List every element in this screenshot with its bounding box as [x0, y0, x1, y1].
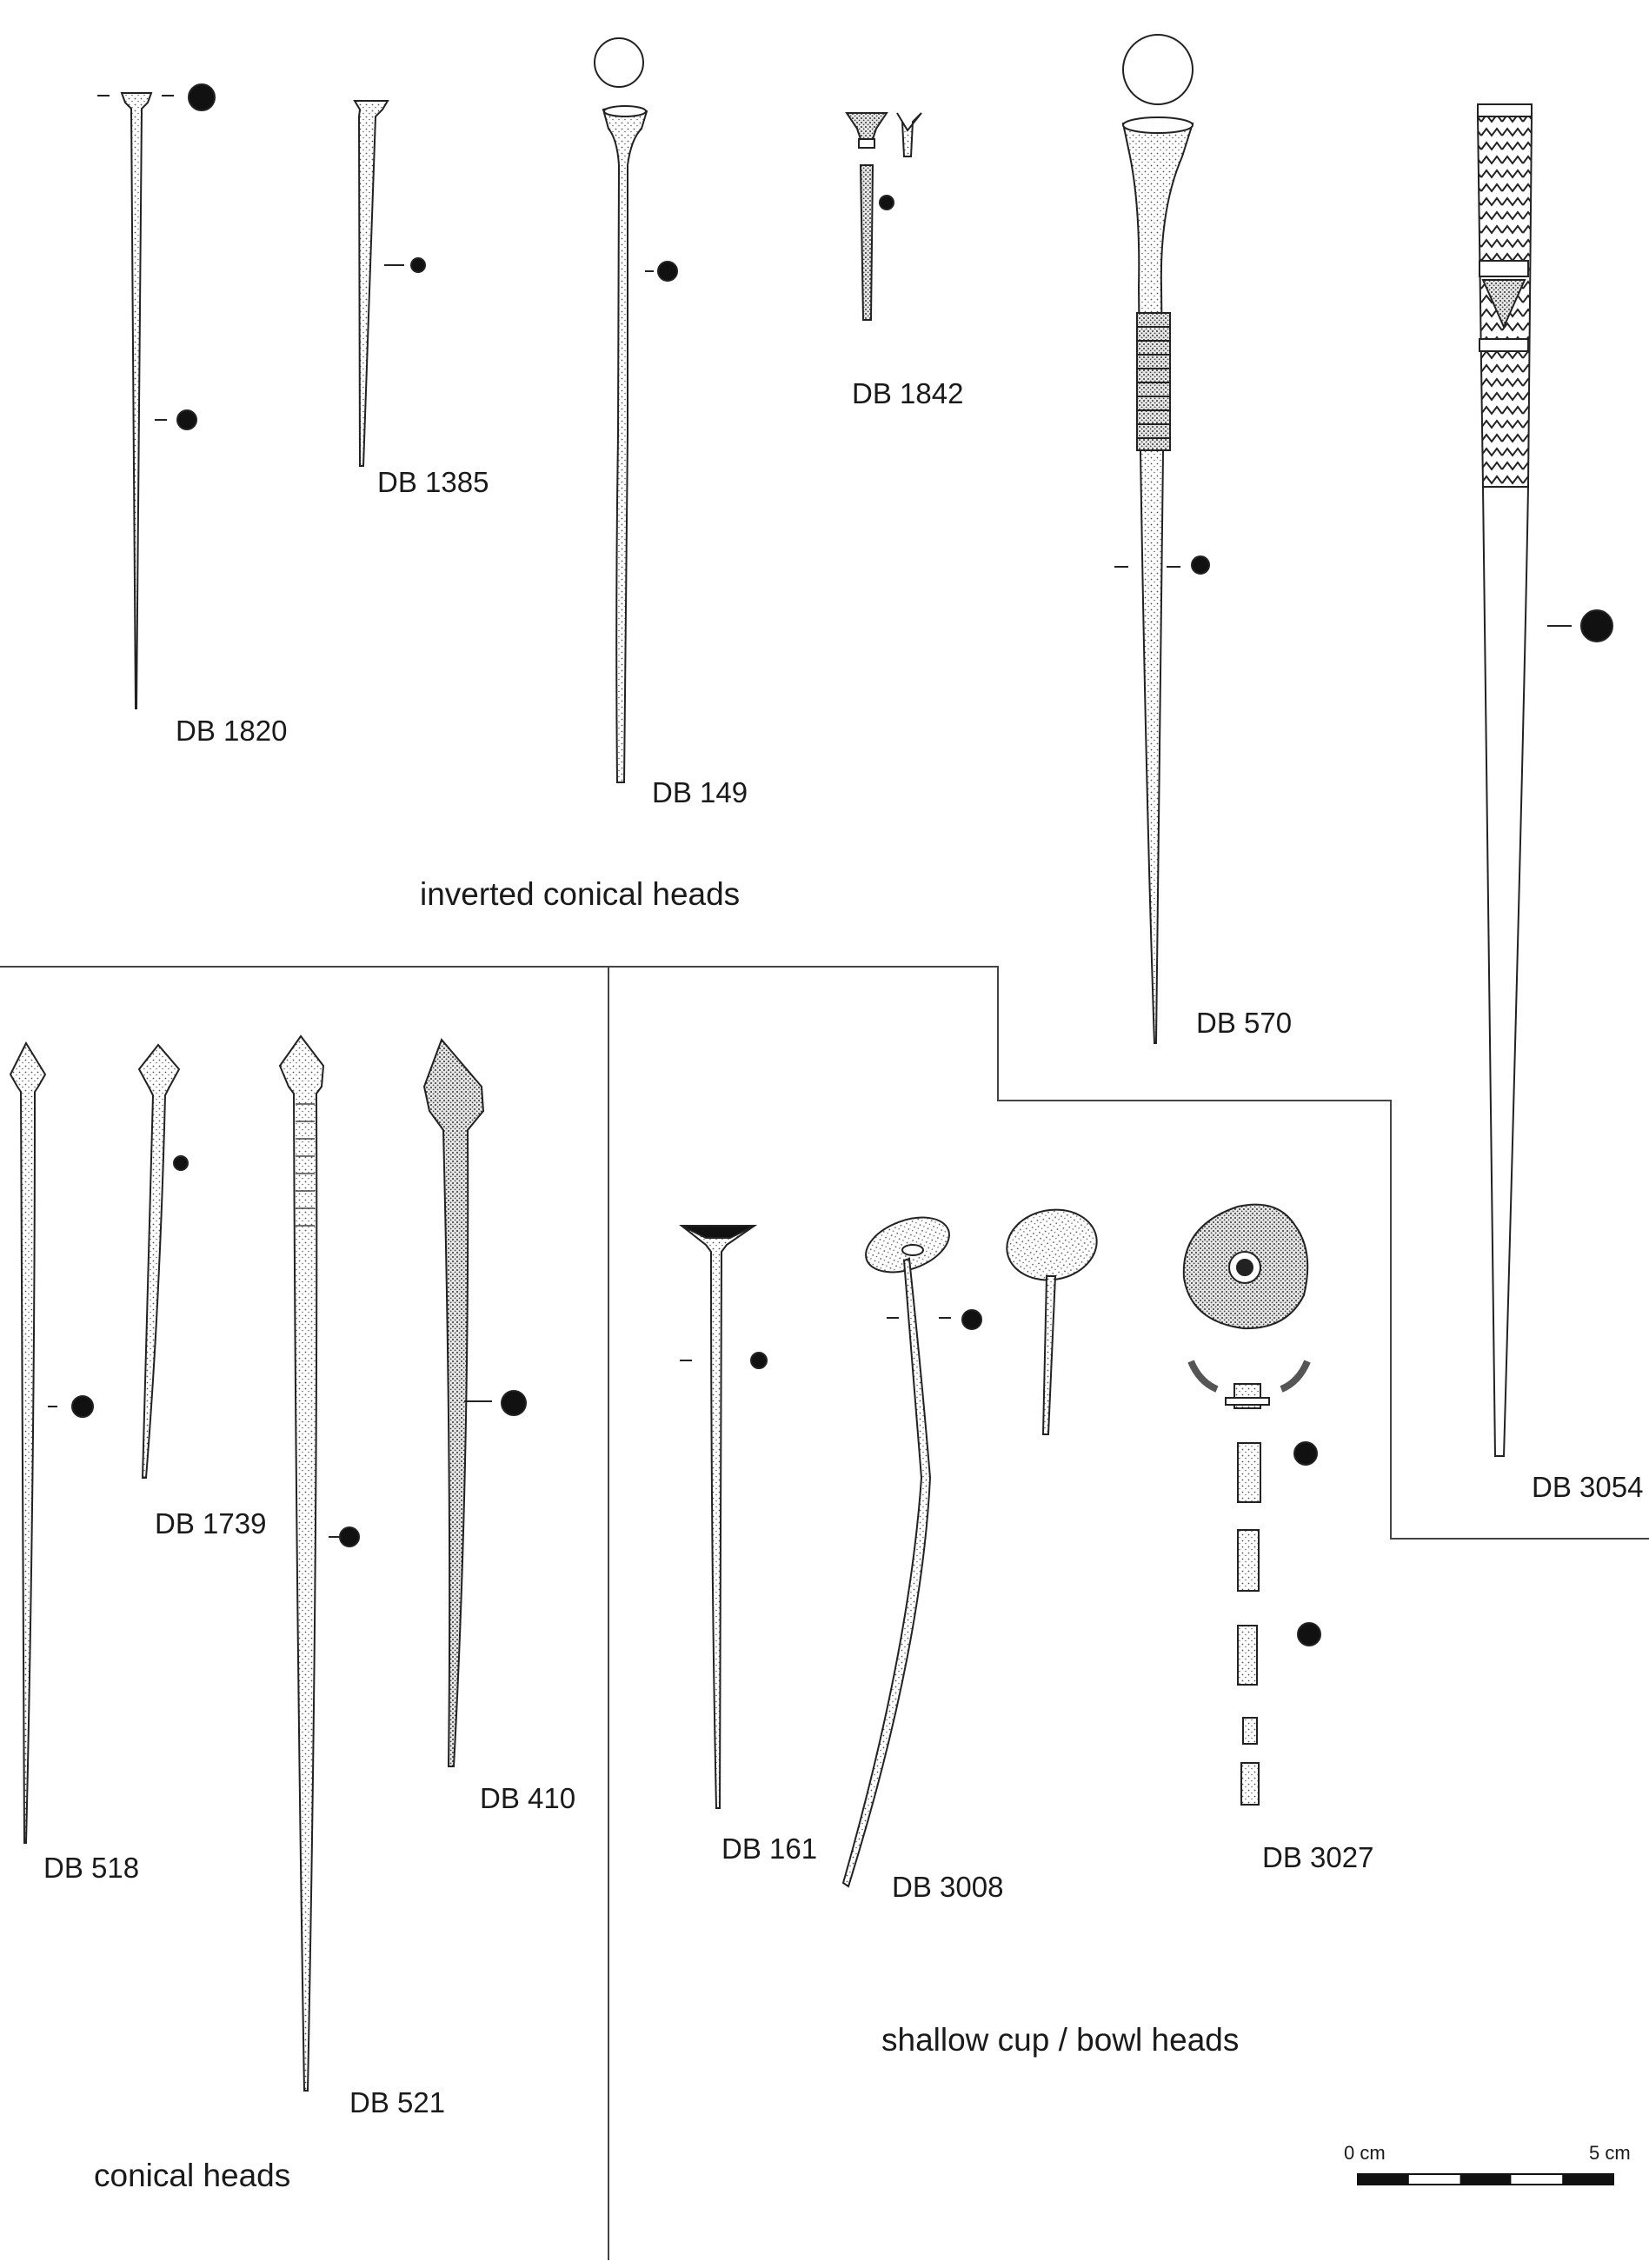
scale-end-label: 5 cm [1589, 2142, 1631, 2164]
pin-db149 [594, 37, 678, 783]
pin-db3008 [841, 1208, 1098, 1888]
label-db149: DB 149 [652, 776, 748, 808]
label-db1842: DB 1842 [852, 377, 964, 409]
label-db521: DB 521 [349, 2086, 446, 2118]
caption-inverted-conical-heads: inverted conical heads [420, 876, 741, 912]
label-db3008: DB 3008 [892, 1871, 1004, 1903]
caption-conical-heads: conical heads [94, 2158, 291, 2193]
scale-start-label: 0 cm [1344, 2142, 1386, 2164]
pin-db1739 [137, 1043, 189, 1479]
pin-db3027 [1182, 1203, 1321, 1806]
label-db3027: DB 3027 [1262, 1841, 1374, 1873]
pin-db518 [9, 1041, 94, 1844]
label-db1820: DB 1820 [176, 715, 288, 747]
pin-db1842 [845, 112, 922, 321]
pin-db3054 [1476, 103, 1613, 1457]
pin-db1385 [353, 100, 426, 467]
pin-db521 [278, 1034, 360, 2092]
scale-bar [1357, 2173, 1614, 2185]
section-dividers [0, 966, 1649, 2260]
label-db410: DB 410 [480, 1782, 576, 1814]
pin-db161 [679, 1225, 768, 1809]
label-db1739: DB 1739 [155, 1507, 267, 1540]
label-db518: DB 518 [43, 1852, 140, 1884]
label-db570: DB 570 [1196, 1007, 1293, 1039]
caption-shallow-cup-bowl-heads: shallow cup / bowl heads [881, 2022, 1240, 2058]
label-db161: DB 161 [721, 1832, 818, 1865]
pin-db410 [422, 1038, 527, 1767]
label-db1385: DB 1385 [377, 466, 489, 498]
pin-db1820 [97, 83, 216, 709]
pin-db570 [1114, 34, 1210, 1044]
label-db3054: DB 3054 [1532, 1471, 1644, 1503]
